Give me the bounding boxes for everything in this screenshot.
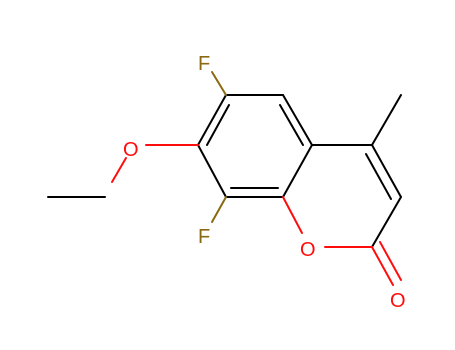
atom-f-bottom: F bbox=[198, 226, 210, 248]
bond-c6-c7 bbox=[197, 144, 227, 198]
atom-o-ether: O bbox=[123, 139, 139, 161]
bond-c5-c6-inner bbox=[206, 104, 230, 146]
atom-f-top: F bbox=[198, 53, 210, 75]
bond-c5-c6 bbox=[197, 94, 227, 146]
atom-o-carbonyl: O bbox=[390, 290, 406, 312]
bond-c8b-c8a-inner bbox=[279, 104, 304, 146]
atom-o-ring: O bbox=[300, 239, 316, 261]
bond-carbonyl-b bbox=[379, 241, 402, 281]
bond-c3-c2 bbox=[371, 196, 402, 248]
bond-f-bottom bbox=[211, 196, 227, 223]
bond-c8-c8b bbox=[282, 144, 313, 198]
bond-oether-ch2 bbox=[111, 157, 127, 183]
bond-c4-c3-inner bbox=[365, 153, 392, 200]
bond-c8b-c8a bbox=[282, 94, 313, 146]
bond-f-top bbox=[211, 71, 227, 96]
bond-methyl bbox=[371, 94, 402, 146]
bond-c4-c3 bbox=[371, 144, 402, 198]
bond-carbonyl-a bbox=[371, 246, 394, 286]
bond-oring-c8a bbox=[282, 196, 303, 234]
